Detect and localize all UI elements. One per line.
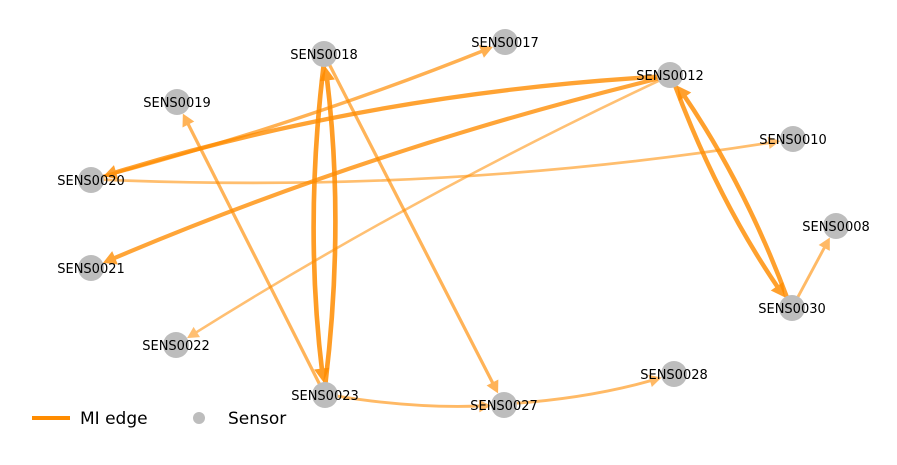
edge-SENS0020-SENS0010 (97, 136, 781, 185)
node-label: SENS0010 (759, 133, 827, 148)
edge-line (331, 393, 486, 408)
legend-node-label: Sensor (228, 409, 286, 429)
node-circle (661, 361, 687, 387)
node-label: SENS0027 (470, 399, 538, 414)
edge-SENS0018-SENS0027 (326, 59, 499, 394)
edge-arrowhead (486, 379, 499, 394)
node-SENS0023: SENS0023 (291, 382, 359, 408)
node-SENS0012: SENS0012 (636, 62, 704, 88)
node-circle (779, 295, 805, 321)
node-circle (78, 255, 104, 281)
node-circle (823, 213, 849, 239)
legend: MI edge Sensor (32, 409, 286, 429)
node-label: SENS0020 (57, 174, 125, 189)
node-label: SENS0019 (143, 96, 211, 111)
edge-arrowhead (187, 326, 201, 339)
edge-SENS0020-SENS0017 (96, 45, 493, 180)
nodes-layer: SENS0017SENS0018SENS0012SENS0019SENS0010… (57, 29, 870, 418)
edge-arrowhead (478, 45, 493, 58)
edge-line (671, 79, 783, 293)
edge-line (510, 378, 657, 406)
node-SENS0017: SENS0017 (471, 29, 539, 55)
node-label: SENS0008 (802, 220, 870, 235)
edge-arrowhead (319, 66, 335, 82)
node-SENS0008: SENS0008 (802, 213, 870, 239)
node-circle (492, 29, 518, 55)
edge-arrowhead (818, 237, 830, 251)
edge-SENS0023-SENS0018 (319, 66, 338, 390)
legend-edge-label: MI edge (80, 409, 148, 429)
node-circle (657, 62, 683, 88)
edge-SENS0012-SENS0022 (187, 77, 665, 339)
node-SENS0018: SENS0018 (290, 41, 358, 67)
node-label: SENS0012 (636, 69, 704, 84)
node-label: SENS0021 (57, 262, 125, 277)
edge-line (97, 140, 775, 185)
edge-arrowhead (102, 251, 118, 265)
edge-line (311, 59, 327, 377)
edge-SENS0012-SENS0030 (671, 79, 785, 298)
node-SENS0021: SENS0021 (57, 255, 125, 281)
node-label: SENS0022 (142, 339, 210, 354)
edge-line (108, 75, 665, 262)
edge-arrowhead (182, 113, 195, 128)
edge-SENS0023-SENS0019 (182, 113, 324, 390)
edge-SENS0030-SENS0008 (794, 237, 830, 303)
node-SENS0030: SENS0030 (758, 295, 826, 321)
edge-line (184, 118, 324, 390)
node-label: SENS0017 (471, 36, 539, 51)
node-circle (78, 167, 104, 193)
node-SENS0022: SENS0022 (142, 332, 210, 358)
edge-line (96, 47, 488, 180)
edge-arrowhead (648, 374, 662, 387)
node-SENS0020: SENS0020 (57, 167, 125, 193)
edge-line (679, 90, 791, 304)
node-SENS0028: SENS0028 (640, 361, 708, 387)
edge-line (108, 74, 665, 176)
node-circle (312, 382, 338, 408)
edge-SENS0030-SENS0012 (677, 85, 791, 304)
node-SENS0019: SENS0019 (143, 89, 211, 115)
edge-SENS0012-SENS0021 (102, 75, 665, 265)
node-label: SENS0030 (758, 302, 826, 317)
edge-arrowhead (767, 136, 781, 149)
edge-line (191, 77, 665, 336)
edges-layer (96, 45, 830, 413)
node-SENS0010: SENS0010 (759, 126, 827, 152)
edge-SENS0027-SENS0028 (510, 374, 662, 406)
legend-node-swatch (193, 412, 205, 424)
edge-line (326, 59, 497, 389)
node-circle (311, 41, 337, 67)
edge-arrowhead (677, 85, 692, 102)
edge-SENS0023-SENS0027 (331, 393, 492, 413)
node-label: SENS0023 (291, 389, 359, 404)
edge-SENS0012-SENS0020 (103, 74, 665, 180)
node-circle (164, 89, 190, 115)
node-label: SENS0018 (290, 48, 358, 63)
edge-line (322, 72, 338, 390)
node-circle (780, 126, 806, 152)
node-SENS0027: SENS0027 (470, 392, 538, 418)
edge-arrowhead (478, 399, 492, 413)
node-circle (491, 392, 517, 418)
edge-line (794, 242, 828, 303)
node-label: SENS0028 (640, 368, 708, 383)
node-circle (163, 332, 189, 358)
